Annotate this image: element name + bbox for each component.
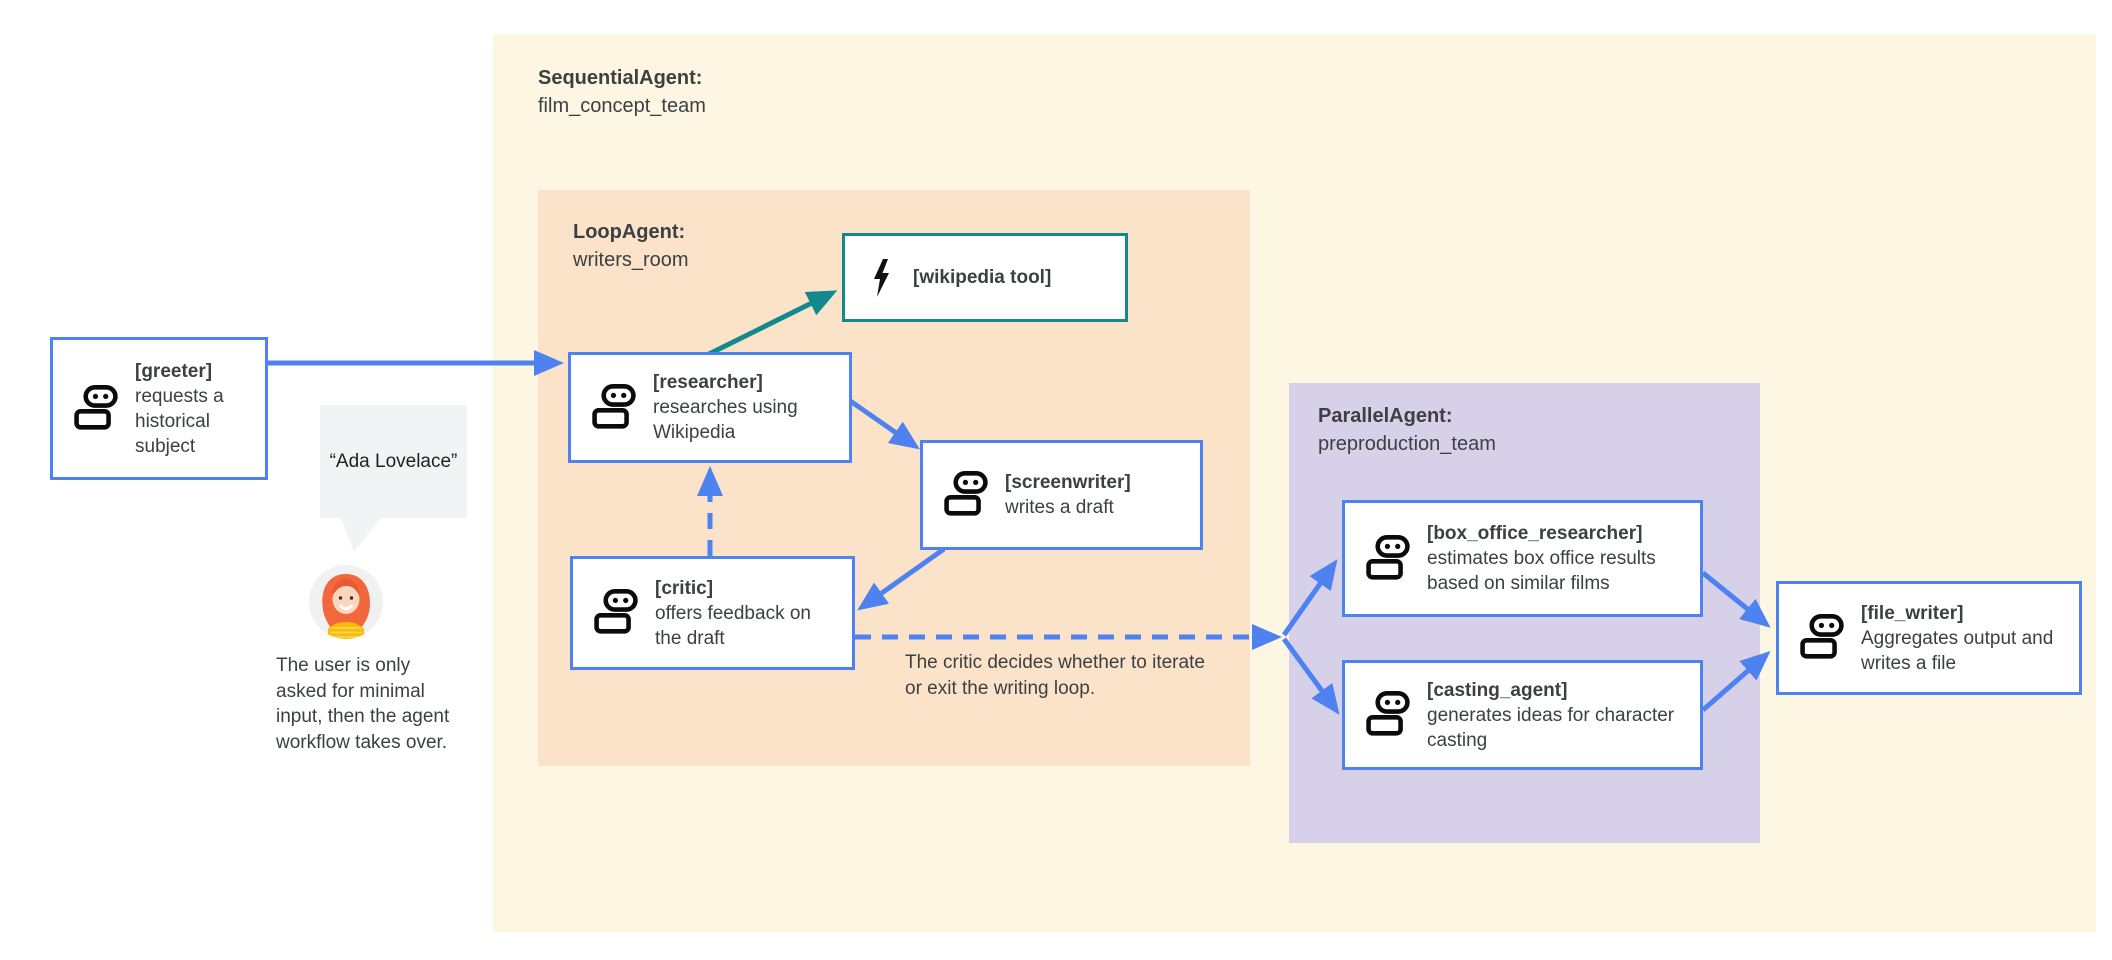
node-title: [critic]	[655, 577, 714, 599]
lightning-icon	[871, 258, 891, 298]
node-box-office-researcher: [box_office_researcher] estimates box of…	[1342, 500, 1703, 617]
node-casting-agent: [casting_agent] generates ideas for char…	[1342, 660, 1703, 770]
speech-bubble-tail	[340, 516, 382, 552]
node-critic: [critic] offers feedback on the draft	[570, 556, 855, 670]
sequential-agent-subtitle: film_concept_team	[538, 95, 706, 117]
parallel-agent-label: ParallelAgent: preproduction_team	[1318, 402, 1496, 458]
speech-bubble: “Ada Lovelace”	[320, 405, 467, 518]
node-title: [wikipedia tool]	[913, 267, 1052, 288]
arrow-researcher-to-screenwriter	[844, 395, 920, 450]
node-desc: writes a draft	[1005, 497, 1114, 518]
node-title: [box_office_researcher]	[1427, 523, 1643, 544]
node-researcher: [researcher] researches using Wikipedia	[568, 352, 852, 463]
node-desc: offers feedback on the draft	[655, 602, 811, 649]
robot-icon	[1365, 534, 1411, 583]
robot-icon	[943, 471, 989, 519]
sequential-agent-label: SequentialAgent: film_concept_team	[538, 64, 706, 120]
robot-icon	[73, 384, 119, 433]
node-title: [casting_agent]	[1427, 679, 1568, 701]
robot-icon	[1365, 691, 1411, 739]
loop-agent-subtitle: writers_room	[573, 249, 689, 271]
parallel-agent-title: ParallelAgent:	[1318, 405, 1453, 427]
arrow-boxoffice-to-filewriter	[1701, 571, 1771, 628]
arrow-screenwriter-to-critic	[857, 546, 946, 611]
node-title: [researcher]	[653, 372, 763, 393]
node-title: [screenwriter]	[1005, 472, 1131, 493]
loop-agent-title: LoopAgent:	[573, 221, 686, 243]
sequential-agent-title: SequentialAgent:	[538, 67, 703, 89]
node-desc: requests a historical subject	[135, 385, 224, 457]
arrow-fork-to-casting	[1281, 637, 1340, 715]
critic-note: The critic decides whether to iterate or…	[905, 652, 1205, 699]
node-wikipedia-tool: [wikipedia tool]	[842, 233, 1128, 322]
arrow-casting-to-filewriter	[1701, 651, 1771, 712]
node-title: [file_writer]	[1861, 602, 1964, 624]
node-desc: estimates box office results based on si…	[1427, 548, 1656, 594]
node-file-writer: [file_writer] Aggregates output and writ…	[1776, 581, 2082, 695]
node-desc: Aggregates output and writes a file	[1861, 627, 2054, 674]
robot-icon	[591, 383, 637, 432]
user-avatar	[309, 565, 383, 639]
loop-agent-label: LoopAgent: writers_room	[573, 218, 689, 274]
node-title: [greeter]	[135, 360, 213, 382]
user-note: The user is only asked for minimal input…	[276, 655, 450, 753]
node-screenwriter: [screenwriter] writes a draft	[920, 440, 1203, 550]
user-quote: “Ada Lovelace”	[329, 450, 458, 472]
node-greeter: [greeter] requests a historical subject	[50, 337, 268, 480]
node-desc: generates ideas for character casting	[1427, 704, 1675, 751]
robot-icon	[1799, 614, 1845, 662]
arrow-researcher-to-wikipedia	[703, 290, 838, 359]
robot-icon	[593, 589, 639, 637]
node-desc: researches using Wikipedia	[653, 397, 798, 443]
parallel-agent-subtitle: preproduction_team	[1318, 433, 1496, 455]
arrow-fork-to-boxoffice	[1281, 559, 1338, 637]
